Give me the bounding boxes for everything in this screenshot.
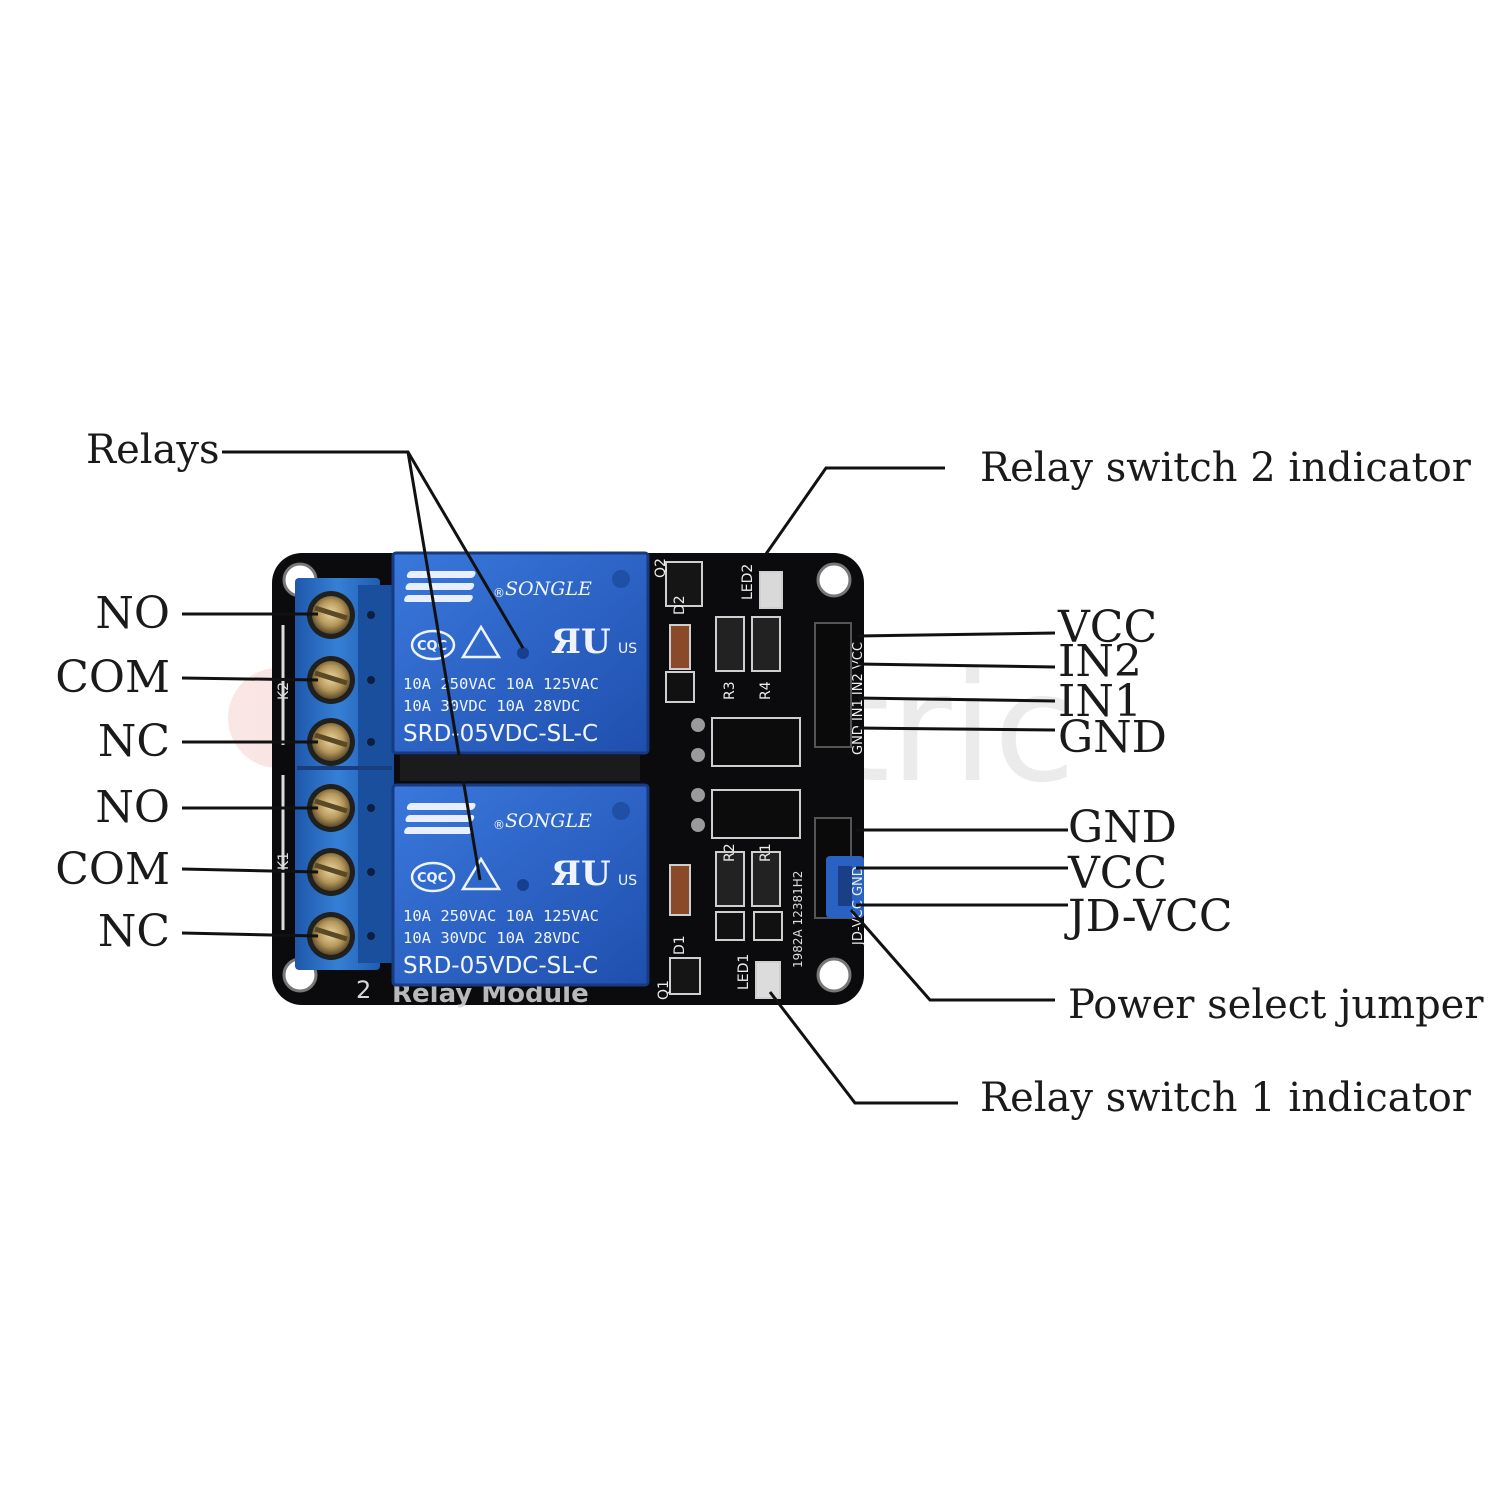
svg-text:10A 250VAC 10A 125VAC: 10A 250VAC 10A 125VAC — [403, 675, 599, 693]
label-power-gnd: GND — [1068, 802, 1177, 853]
svg-text:LED2: LED2 — [740, 564, 756, 600]
svg-text:10A 30VDC 10A 28VDC: 10A 30VDC 10A 28VDC — [403, 697, 580, 715]
pad-bottom-1 — [715, 911, 745, 941]
label-relay-switch-1-indicator: Relay switch 1 indicator — [980, 1075, 1471, 1121]
svg-text:2: 2 — [356, 976, 371, 1004]
label-relay-switch-2-indicator: Relay switch 2 indicator — [980, 445, 1471, 491]
label-terminal-nc-2: NC — [97, 716, 170, 767]
via — [691, 788, 705, 802]
terminal-screw — [307, 912, 375, 960]
svg-text:10A 250VAC 10A 125VAC: 10A 250VAC 10A 125VAC — [403, 907, 599, 925]
svg-text:Q1: Q1 — [656, 980, 672, 1000]
svg-text:Q2: Q2 — [653, 558, 669, 578]
svg-text:R1: R1 — [758, 843, 774, 862]
mount-hole-top-right — [816, 562, 852, 598]
svg-text:US: US — [618, 873, 637, 889]
terminal-screw — [307, 591, 375, 639]
label-pin-vcc: VCC — [1058, 602, 1158, 653]
leader-relays-bottom — [406, 451, 482, 881]
leader-pin — [857, 662, 1056, 669]
svg-text:SRD-05VDC-SL-C: SRD-05VDC-SL-C — [403, 721, 598, 747]
leader-terminal — [181, 676, 319, 682]
svg-text:®: ® — [493, 586, 505, 600]
terminal-screws — [307, 591, 375, 960]
label-pin-gnd: GND — [1058, 712, 1167, 763]
leader-terminal — [181, 867, 319, 874]
terminal-screw — [307, 656, 375, 704]
optocoupler-top — [711, 717, 801, 767]
svg-text:R4: R4 — [758, 681, 774, 700]
label-terminal-no-1: NO — [95, 782, 170, 833]
screw-terminal-block — [295, 578, 394, 970]
label-terminal-com-2: COM — [55, 652, 170, 703]
leader-pin — [857, 696, 1056, 703]
resistor-r1: R1 — [751, 843, 781, 907]
svg-text:LED1: LED1 — [736, 954, 752, 990]
leader-terminal — [181, 931, 319, 938]
via — [691, 748, 705, 762]
svg-text:ЯU: ЯU — [551, 622, 611, 662]
led-1: LED1 — [736, 954, 781, 999]
label-power-vcc: VCC — [1068, 848, 1168, 899]
optocoupler-bottom — [711, 789, 801, 839]
via — [691, 818, 705, 832]
svg-text:1982A 12381H2: 1982A 12381H2 — [791, 871, 805, 968]
led-2: LED2 — [740, 564, 783, 609]
label-power-jd-vcc: JD-VCC — [1068, 891, 1233, 942]
svg-text:R2: R2 — [722, 843, 738, 862]
transistor-q2: Q2 — [653, 558, 703, 607]
svg-text:SONGLE: SONGLE — [505, 578, 592, 600]
label-pin-in1: IN1 — [1058, 676, 1142, 727]
leader-pin — [857, 631, 1056, 638]
leader-relay-switch-2 — [764, 466, 945, 555]
svg-text:SONGLE: SONGLE — [505, 810, 592, 832]
label-terminal-no-2: NO — [95, 588, 170, 639]
label-power-select-jumper: Power select jumper — [1068, 982, 1484, 1028]
terminal-screw — [307, 848, 375, 896]
svg-text:SRD-05VDC-SL-C: SRD-05VDC-SL-C — [403, 953, 598, 979]
mount-hole-bottom-right — [816, 957, 852, 993]
label-terminal-com-1: COM — [55, 844, 170, 895]
diode-d2: D2 — [669, 595, 691, 670]
leader-power-jumper — [849, 909, 1055, 1002]
resistor-r3: R3 — [715, 616, 745, 700]
resistor-r4: R4 — [751, 616, 781, 700]
pad-top — [665, 671, 695, 703]
transistor-q1: Q1 — [656, 957, 701, 1000]
label-terminal-nc-1: NC — [97, 906, 170, 957]
svg-text:®: ® — [493, 818, 505, 832]
via — [691, 718, 705, 732]
label-pin-in2: IN2 — [1058, 636, 1142, 687]
diode-d1: D1 — [669, 864, 691, 955]
leader-pin — [857, 726, 1056, 732]
svg-text:D1: D1 — [672, 935, 688, 955]
terminal-screw — [307, 784, 375, 832]
pad-bottom-2 — [753, 911, 783, 941]
terminal-screw — [307, 718, 375, 766]
label-relays: Relays — [86, 427, 220, 473]
svg-text:US: US — [618, 641, 637, 657]
resistor-r2: R2 — [715, 843, 745, 907]
svg-text:K1: K1 — [276, 852, 292, 870]
svg-text:D2: D2 — [672, 595, 688, 615]
leader-lines — [181, 450, 1068, 1105]
svg-text:ЯU: ЯU — [551, 854, 611, 894]
svg-text:R3: R3 — [722, 681, 738, 700]
relay-gap — [400, 755, 640, 781]
svg-text:CQC: CQC — [417, 871, 447, 886]
relay-k1: SONGLE® CQC ЯU US 10A 250VAC 10A 125VAC 10A 3… — [391, 783, 650, 987]
input-pin-header: GND IN1 IN2 VCC — [814, 622, 866, 755]
leader-relay-switch-1 — [768, 991, 958, 1105]
svg-text:K2: K2 — [276, 682, 292, 700]
svg-text:10A 30VDC 10A 28VDC: 10A 30VDC 10A 28VDC — [403, 929, 580, 947]
